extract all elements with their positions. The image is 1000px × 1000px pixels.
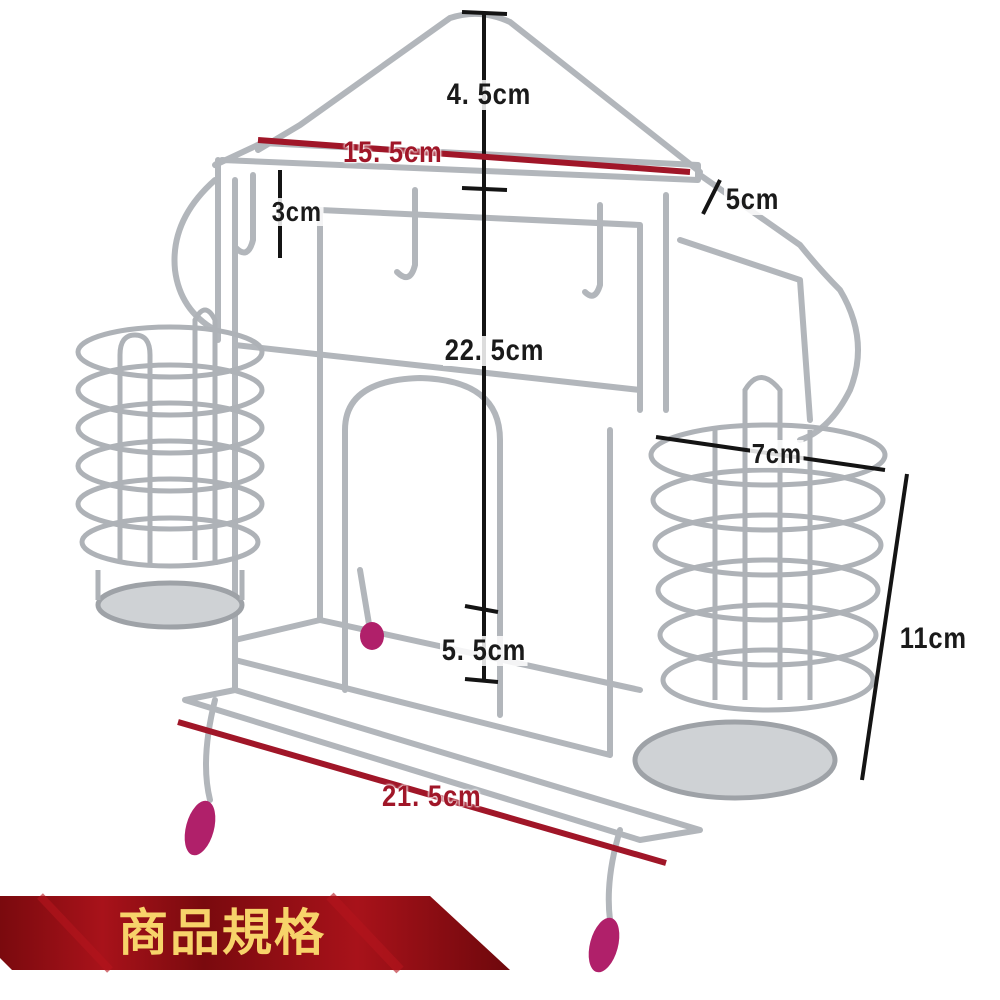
rubber-feet (184, 622, 620, 973)
section-banner (0, 892, 510, 974)
dimension-depth-label: 5cm (724, 183, 781, 216)
dimension-top-width-label: 15. 5cm (343, 136, 443, 169)
right-utensil-holder (632, 375, 888, 801)
dimension-base-width-label: 21. 5cm (382, 780, 482, 813)
dimension-hook-label: 3cm (270, 196, 324, 227)
left-utensil-holder (75, 307, 265, 630)
dimension-holder-diameter-label: 7cm (750, 438, 804, 469)
dimension-main-height-label: 22. 5cm (443, 334, 546, 367)
banner-title: 商品規格 (118, 904, 326, 962)
dimension-board-slot-label: 5. 5cm (440, 634, 528, 667)
dimension-peak-height-label: 4. 5cm (445, 78, 533, 111)
dimension-holder-height-label: 11cm (899, 622, 967, 655)
